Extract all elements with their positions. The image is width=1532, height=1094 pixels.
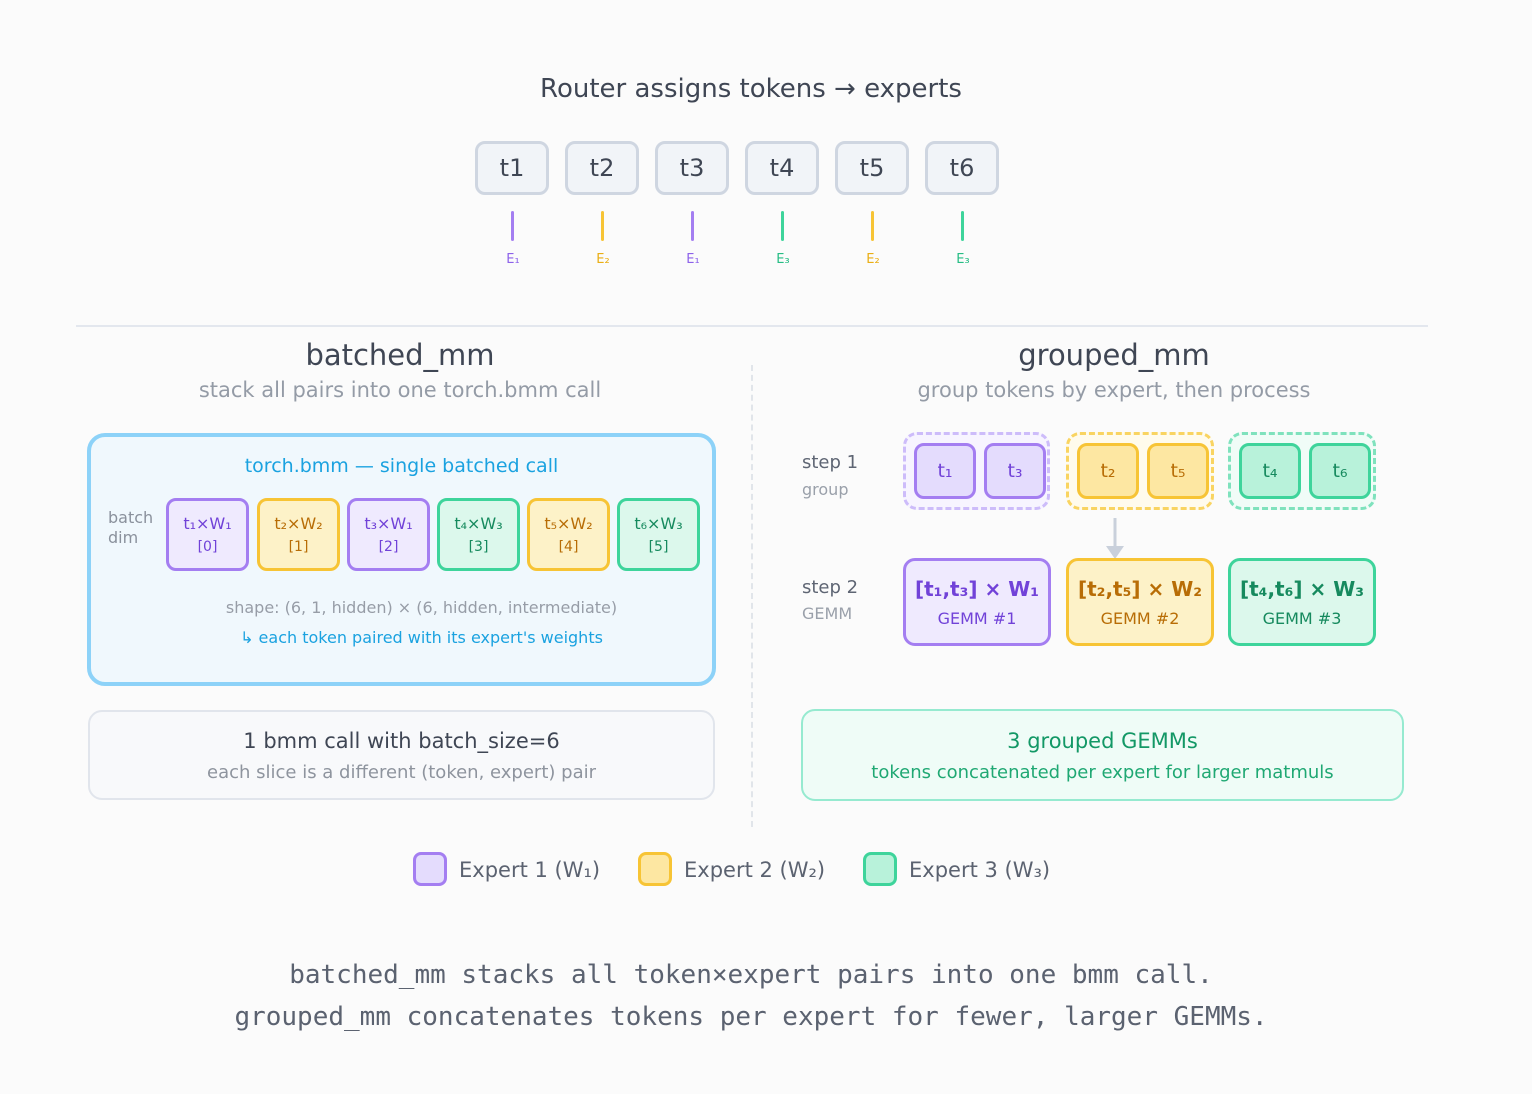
bmm-summary-subtitle: each slice is a different (token, expert… [207,762,596,783]
bmm-summary-title: 1 bmm call with batch_size=6 [243,729,560,753]
step1-label: step 1 [802,452,859,473]
slice-label: t₅×W₂ [544,514,593,533]
legend-swatch-expert2 [638,852,672,886]
slice-label: t₁×W₁ [183,514,232,533]
group-token: t₆ [1309,443,1371,499]
gemm-box-3: [t₄,t₆] × W₃ GEMM #3 [1228,558,1376,646]
route-line-t4 [781,211,784,241]
route-label-t4: E₃ [776,252,790,267]
token-t6: t6 [925,141,999,195]
step2-sublabel: GEMM [802,604,853,623]
route-line-t5 [871,211,874,241]
slice-index: [5] [648,539,669,555]
footer-line-2: grouped_mm concatenates tokens per exper… [234,1002,1268,1032]
slice-index: [1] [288,539,309,555]
batch-label-line2: dim [108,528,139,547]
route-label-t1: E₁ [506,252,520,267]
slice-index: [0] [197,539,218,555]
slice-label: t₆×W₃ [634,514,683,533]
shape-text: shape: (6, 1, hidden) × (6, hidden, inte… [225,598,618,617]
vertical-divider [751,365,753,827]
route-line-t1 [511,211,514,241]
legend-swatch-expert3 [863,852,897,886]
token-t1: t1 [475,141,549,195]
slice-1: t₂×W₂ [1] [257,498,340,571]
slice-5: t₆×W₃ [5] [617,498,700,571]
bmm-panel-title: torch.bmm — single batched call [244,455,559,477]
batched-subtitle: stack all pairs into one torch.bmm call [198,378,602,402]
slice-3: t₄×W₃ [3] [437,498,520,571]
gemm-sublabel: GEMM #2 [1100,608,1180,628]
token-t2: t2 [565,141,639,195]
gmm-summary-box [801,709,1404,801]
legend-label-expert1: Expert 1 (W₁) [459,858,601,882]
slice-label: t₂×W₂ [274,514,323,533]
route-line-t6 [961,211,964,241]
group-token: t₂ [1077,443,1139,499]
slice-label: t₄×W₃ [454,514,503,533]
bmm-summary-box [88,710,715,800]
slice-2: t₃×W₁ [2] [347,498,430,571]
group-token: t₁ [914,443,976,499]
group-token: t₅ [1147,443,1209,499]
slice-index: [3] [468,539,489,555]
slice-0: t₁×W₁ [0] [166,498,249,571]
legend-label-expert2: Expert 2 (W₂) [684,858,826,882]
pairing-note: ↳ each token paired with its expert's we… [240,628,603,647]
route-label-t6: E₃ [956,252,970,267]
route-line-t2 [601,211,604,241]
gemm-label: [t₁,t₃] × W₁ [914,576,1040,601]
route-label-t5: E₂ [866,252,880,267]
grouped-title: grouped_mm [1018,338,1210,372]
gemm-label: [t₄,t₆] × W₃ [1239,576,1365,601]
gemm-sublabel: GEMM #1 [937,608,1017,628]
batch-label-line1: batch [108,508,154,527]
slice-index: [4] [558,539,579,555]
gmm-summary-subtitle: tokens concatenated per expert for large… [871,762,1334,783]
gmm-summary-title: 3 grouped GEMMs [1007,729,1198,753]
horizontal-divider [76,325,1428,327]
grouped-subtitle: group tokens by expert, then process [917,378,1311,402]
router-title: Router assigns tokens → experts [540,74,962,104]
gemm-box-2: [t₂,t₅] × W₂ GEMM #2 [1066,558,1214,646]
group-token: t₄ [1239,443,1301,499]
arrow-down-icon [1106,518,1124,559]
batch-dim-label: batch dim [108,508,153,548]
route-line-t3 [691,211,694,241]
legend-swatch-expert1 [413,852,447,886]
token-t3: t3 [655,141,729,195]
token-t5: t5 [835,141,909,195]
route-label-t3: E₁ [686,252,700,267]
step2-label: step 2 [802,577,859,598]
legend-label-expert3: Expert 3 (W₃) [909,858,1051,882]
gemm-sublabel: GEMM #3 [1262,608,1342,628]
route-label-t2: E₂ [596,252,610,267]
slice-label: t₃×W₁ [364,514,413,533]
footer-line-1: batched_mm stacks all token×expert pairs… [289,960,1213,990]
gemm-label: [t₂,t₅] × W₂ [1077,576,1203,601]
group-token: t₃ [984,443,1046,499]
step1-sublabel: group [802,480,849,499]
slice-4: t₅×W₂ [4] [527,498,610,571]
gemm-box-1: [t₁,t₃] × W₁ GEMM #1 [903,558,1051,646]
batched-title: batched_mm [305,338,495,372]
slice-index: [2] [378,539,399,555]
token-t4: t4 [745,141,819,195]
